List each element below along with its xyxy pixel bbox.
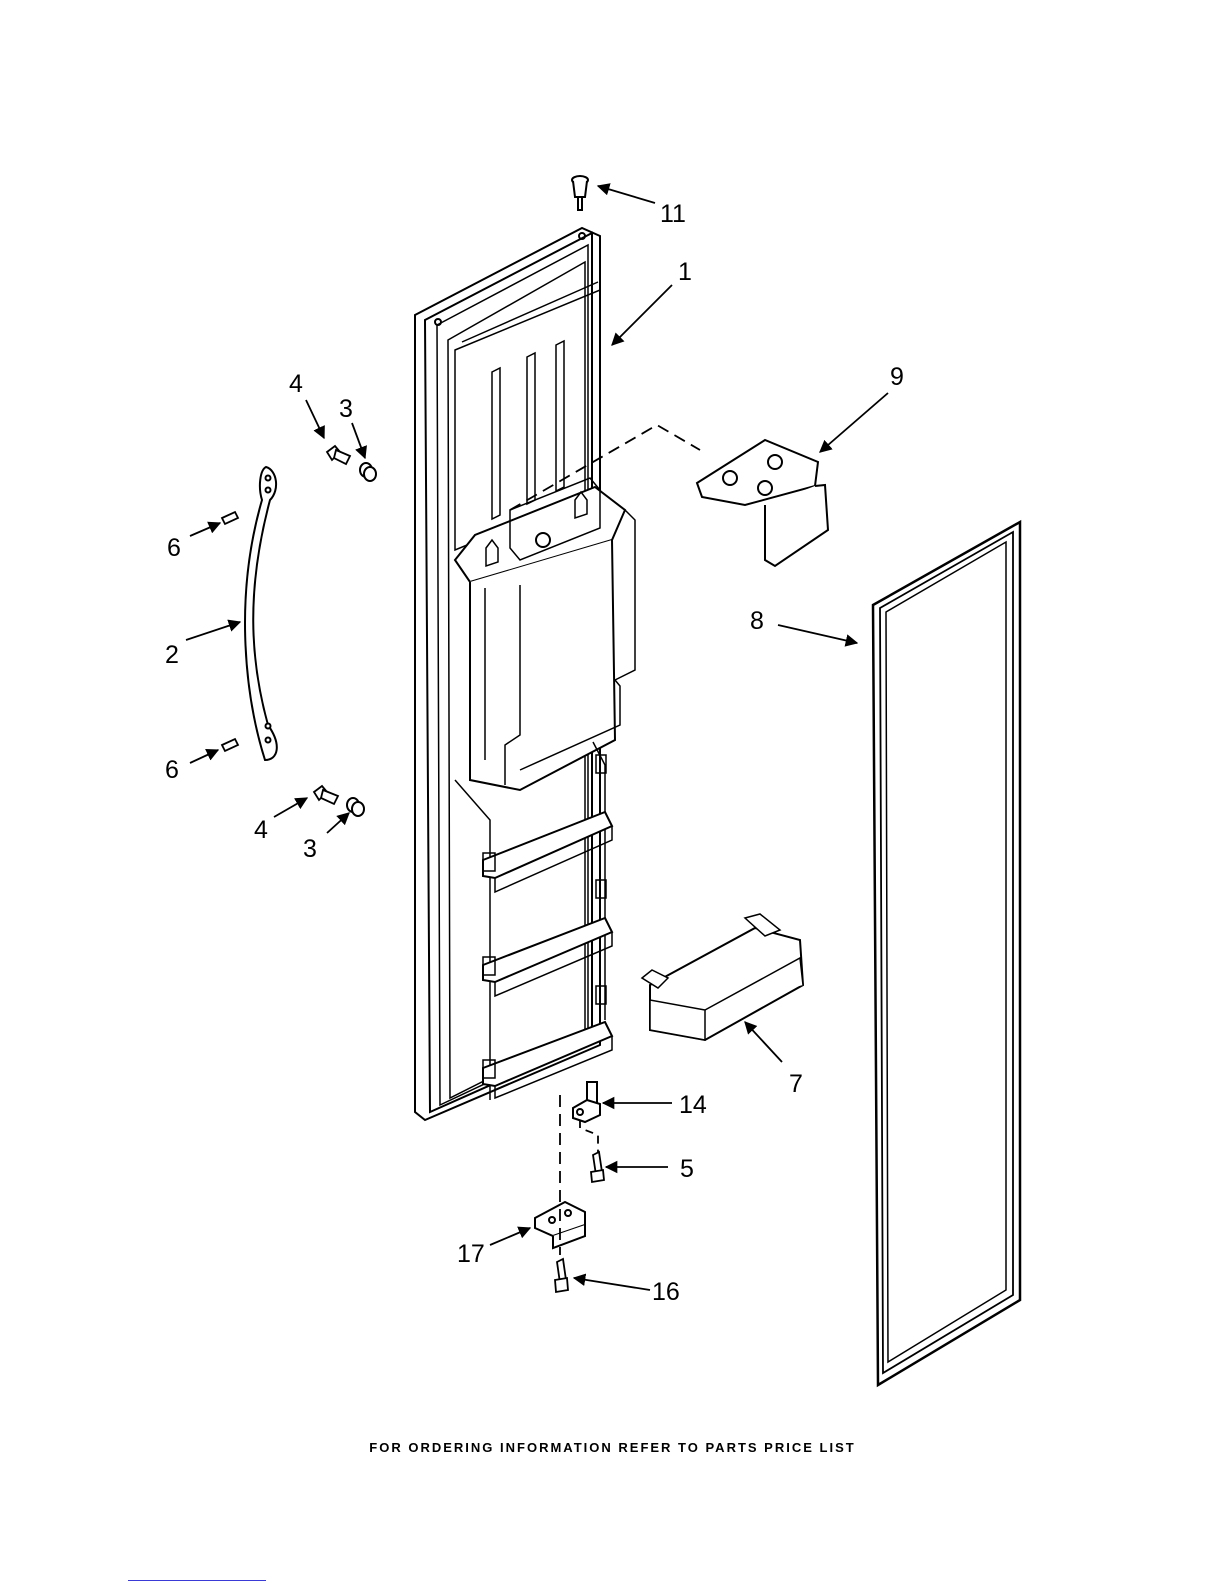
callout-4: 4 [289,370,303,398]
callout-6: 6 [167,534,181,562]
door-gasket-part [873,522,1020,1385]
ordering-info-footer: FOR ORDERING INFORMATION REFER TO PARTS … [0,1440,1225,1455]
stud-part [222,512,238,751]
callout-1: 1 [678,258,692,286]
callout-2: 2 [165,641,179,669]
callout-8: 8 [750,607,764,635]
bracket-screw-part [555,1259,568,1292]
callout-5: 5 [680,1155,694,1183]
callout-11: 11 [660,200,686,228]
callout-9: 9 [890,363,904,391]
link-underline [128,1580,266,1581]
callout-17: 17 [457,1240,485,1268]
dashed-leader-screw [580,1120,598,1152]
callout-4: 4 [254,816,268,844]
callout-7: 7 [789,1070,803,1098]
door-bin-part [642,914,803,1040]
hinge-pin-part [573,1082,600,1122]
door-handle-part [245,467,277,760]
bracket-plate-part [697,440,828,566]
hinge-bushing-part [572,176,588,210]
callout-3: 3 [303,835,317,863]
callout-14: 14 [679,1091,707,1119]
callout-3: 3 [339,395,353,423]
hinge-bracket-part [535,1202,585,1248]
handle-screw-part [314,446,350,804]
spacer-part [347,463,376,816]
door-panel [415,228,635,1120]
callout-6: 6 [165,756,179,784]
hinge-screw-part [591,1152,604,1182]
callout-16: 16 [652,1278,680,1306]
